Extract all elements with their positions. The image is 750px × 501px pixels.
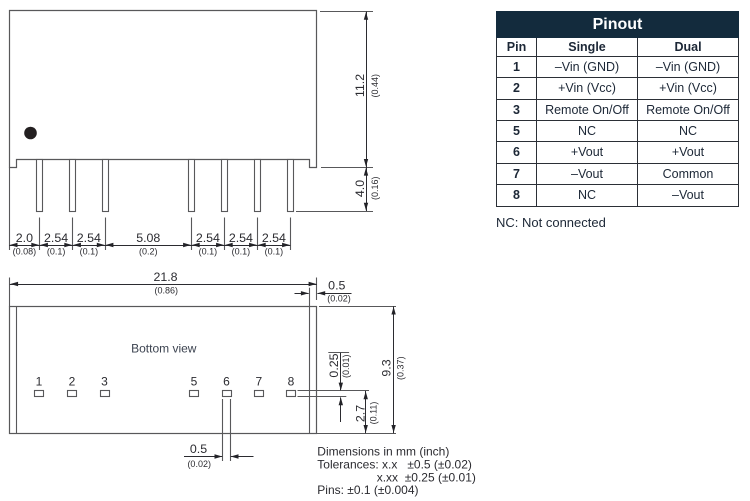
svg-text:6: 6: [223, 375, 230, 389]
svg-text:2.7: 2.7: [353, 405, 367, 422]
svg-text:0.5: 0.5: [190, 442, 207, 456]
svg-text:5.08: 5.08: [136, 231, 160, 245]
svg-text:(0.1): (0.1): [232, 247, 251, 257]
svg-text:2.54: 2.54: [196, 231, 220, 245]
svg-text:Tolerances: x.x ±0.5 (±0.02): Tolerances: x.x ±0.5 (±0.02): [317, 457, 472, 471]
svg-text:2.54: 2.54: [44, 231, 68, 245]
svg-text:1: 1: [36, 375, 43, 389]
svg-text:(0.1): (0.1): [265, 247, 284, 257]
svg-text:2.0: 2.0: [16, 231, 33, 245]
svg-text:(0.08): (0.08): [13, 247, 37, 257]
svg-text:2.54: 2.54: [77, 231, 101, 245]
svg-text:3: 3: [101, 375, 108, 389]
svg-text:(0.1): (0.1): [47, 247, 66, 257]
svg-text:(0.16): (0.16): [370, 177, 380, 201]
svg-text:(0.2): (0.2): [139, 247, 158, 257]
svg-text:(0.1): (0.1): [199, 247, 218, 257]
svg-text:21.8: 21.8: [153, 270, 177, 284]
svg-text:11.2: 11.2: [353, 74, 367, 97]
svg-text:(0.01): (0.01): [341, 355, 351, 379]
svg-text:Pins: ±0.1 (±0.004): Pins: ±0.1 (±0.004): [317, 483, 418, 497]
svg-text:Bottom view: Bottom view: [131, 342, 197, 356]
svg-text:2: 2: [69, 375, 76, 389]
svg-text:4.0: 4.0: [353, 180, 367, 197]
svg-text:7: 7: [255, 375, 262, 389]
svg-text:9.3: 9.3: [379, 359, 393, 376]
svg-text:8: 8: [288, 375, 295, 389]
svg-text:(0.44): (0.44): [370, 74, 380, 98]
svg-text:x.xx ±0.25 (±0.01): x.xx ±0.25 (±0.01): [377, 470, 476, 484]
svg-text:0.25: 0.25: [327, 353, 341, 377]
svg-text:(0.86): (0.86): [155, 286, 179, 296]
svg-text:(0.11): (0.11): [368, 402, 378, 425]
svg-text:0.5: 0.5: [328, 278, 345, 292]
svg-text:(0.1): (0.1): [80, 247, 99, 257]
svg-text:2.54: 2.54: [262, 231, 286, 245]
svg-text:(0.37): (0.37): [396, 356, 406, 380]
svg-text:(0.02): (0.02): [327, 293, 351, 303]
svg-text:2.54: 2.54: [229, 231, 253, 245]
svg-text:5: 5: [191, 375, 198, 389]
svg-text:Dimensions in mm (inch): Dimensions in mm (inch): [317, 445, 449, 459]
svg-text:(0.02): (0.02): [187, 459, 211, 469]
